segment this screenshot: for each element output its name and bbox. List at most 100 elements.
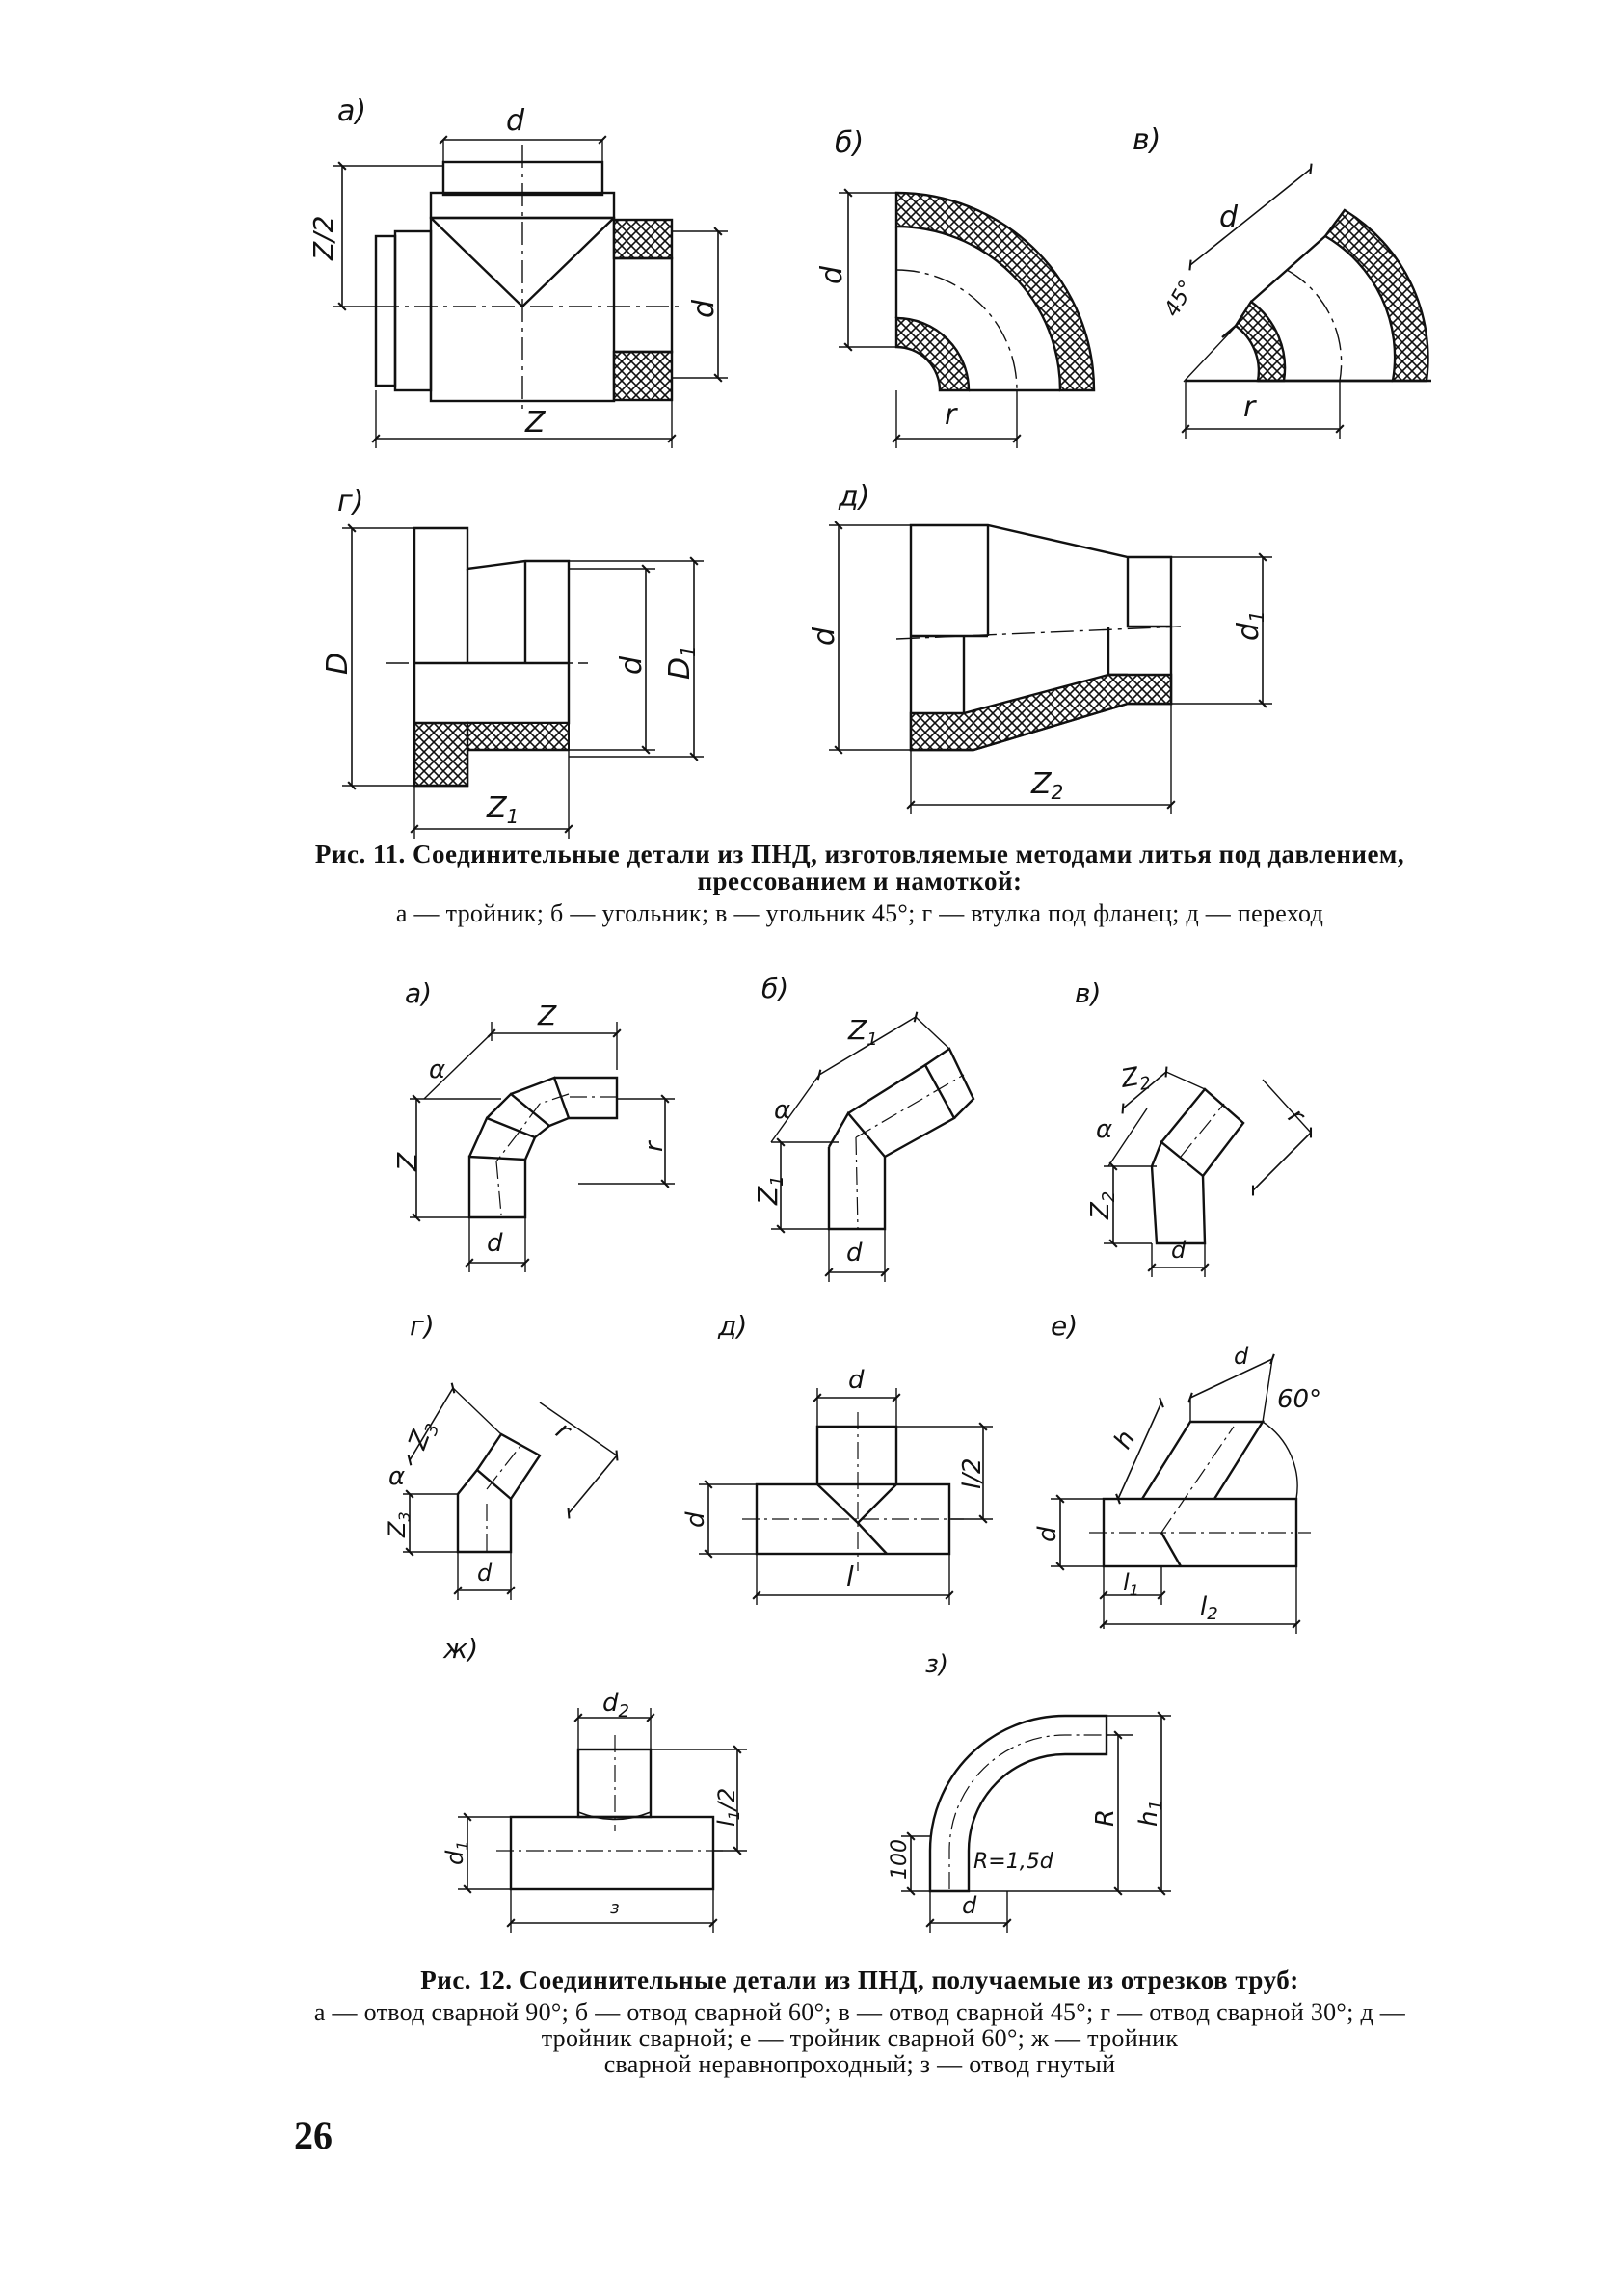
fig12-zh-dim-d2-sub: 2 <box>619 1701 629 1722</box>
fig11-b-dim-r: r <box>945 398 958 432</box>
fig12-g-dim-d: d <box>477 1560 493 1587</box>
fig12-caption-legend-1: а — отвод сварной 90°; б — отвод сварной… <box>313 1998 1406 2052</box>
fig12-d-dim-d-top: d <box>848 1366 865 1395</box>
fig12-zh-dim-d1-sub: 1 <box>453 1841 471 1851</box>
fig11-a-dim-z2: Z/2 <box>307 216 339 261</box>
fig12-zh-dim-l1: l <box>713 1820 740 1827</box>
fig11-label-b: б) <box>835 126 864 160</box>
fig12-c-dim-d: d <box>1171 1237 1187 1264</box>
fig12-z-dim-d: d <box>962 1892 977 1919</box>
fig12-caption-legend-2: сварной неравнопроходный; з — отвод гнут… <box>603 2050 1116 2078</box>
fig11-caption-legend: а — тройник; б — угольник; в — угольник … <box>395 899 1324 927</box>
svg-text:D1: D1 <box>663 645 700 680</box>
fig12-zh-dim-d1: d <box>441 1850 468 1865</box>
fig11-caption: Рис. 11. Соединительные детали из ПНД, и… <box>301 841 1419 926</box>
fig12-c-dim-Z2-sub: 2 <box>1138 1073 1153 1095</box>
fig12-g-dim-r: r <box>550 1416 577 1447</box>
fig12-e-dim-l2: l <box>1200 1592 1208 1621</box>
fig12-g-dim-Z3-left-sub: 3 <box>395 1511 413 1521</box>
fig12-g-dim-alpha: α <box>388 1462 405 1491</box>
fig11-d-dim-d1: d <box>1232 622 1266 641</box>
fig11-a-dim-d-top: d <box>506 104 525 138</box>
fig11-g-dim-D1: D <box>663 657 697 680</box>
fig12-d-dim-d-left: d <box>681 1511 710 1528</box>
svg-text:Z1: Z1 <box>486 791 519 828</box>
fig12-b-dim-Z1-left: Z <box>752 1186 784 1206</box>
fig12-z-dim-h1-sub: 1 <box>1146 1800 1166 1810</box>
fig12-a-dim-Z-top: Z <box>537 1000 557 1031</box>
fig12-d-tee: д) d l/2 d l <box>681 1310 993 1605</box>
fig12-e-dim-l1-sub: 1 <box>1130 1581 1139 1599</box>
fig11-c-dim-45: 45° <box>1160 277 1200 321</box>
fig12-a-dim-Z-left: Z <box>391 1152 423 1172</box>
fig12-zh-dim-l1-tail: /2 <box>713 1788 740 1812</box>
fig12-label-d: д) <box>717 1310 747 1342</box>
fig12-g-elbow30: г) Z3 α Z3 r d <box>384 1310 619 1600</box>
fig12-caption-title: Рис. 12. Соединительные детали из ПНД, п… <box>420 1965 1299 1994</box>
fig11-c-dim-d: d <box>1219 200 1239 234</box>
fig12-a-dim-d: d <box>487 1229 503 1258</box>
svg-text:l2: l2 <box>1200 1592 1218 1624</box>
svg-text:l1/2: l1/2 <box>713 1788 743 1827</box>
fig11-g-dim-Z1: Z <box>486 791 508 825</box>
svg-text:Z2: Z2 <box>1118 1060 1153 1098</box>
fig11-d-dim-d: d <box>808 627 841 646</box>
fig11-d-dim-d1-sub: 1 <box>1245 610 1268 623</box>
fig12-zh-dim-bottom: з <box>610 1898 620 1918</box>
svg-text:Z1: Z1 <box>752 1175 787 1206</box>
fig11-b-dim-d: d <box>815 265 849 284</box>
svg-text:l1: l1 <box>1123 1569 1139 1599</box>
fig12-caption: Рис. 12. Соединительные детали из ПНД, п… <box>301 1966 1419 2077</box>
svg-text:Z2: Z2 <box>1030 767 1063 804</box>
fig12-z-bent-elbow: з) R=1,5d 100 R h1 d <box>888 1650 1171 1933</box>
fig12-g-dim-Z3-left: Z <box>384 1521 411 1538</box>
fig12-zh-unequal-tee: ж) d2 l1/2 d1 з <box>441 1633 747 1933</box>
fig11-label-c: в) <box>1133 123 1160 157</box>
fig12-a-dim-alpha: α <box>429 1055 445 1084</box>
svg-text:Z1: Z1 <box>847 1014 878 1050</box>
fig12-e-dim-d: d <box>1234 1343 1249 1370</box>
fig12-label-a: а) <box>405 977 432 1009</box>
fig11-g-dim-Z1-sub: 1 <box>507 805 520 828</box>
fig12-e-tee60: е) d h 60° d l1 l2 <box>1033 1310 1321 1634</box>
fig11-a-dim-d-right: d <box>687 299 721 318</box>
fig12-label-e: е) <box>1051 1310 1078 1342</box>
fig12-b-dim-d: d <box>846 1239 863 1268</box>
fig11-a-tee: а) d Z/2 d <box>307 94 728 448</box>
fig11-g-dim-D: D <box>321 653 355 675</box>
fig12-b-dim-Z1: Z <box>847 1014 867 1046</box>
fig12-c-dim-alpha: α <box>1096 1115 1112 1144</box>
fig12-e-dim-60: 60° <box>1277 1385 1321 1414</box>
fig12-z-dim-h1: h <box>1134 1811 1163 1827</box>
fig12-zh-dim-l1-sub: 1 <box>725 1810 743 1820</box>
svg-text:Z2: Z2 <box>1086 1191 1119 1220</box>
fig12-b-dim-Z1-sub: 1 <box>867 1029 877 1050</box>
fig12-b-dim-alpha: α <box>774 1096 790 1125</box>
fig11-d-dim-Z2: Z <box>1030 767 1053 801</box>
fig12-z-dim-R: R <box>1091 1809 1120 1827</box>
fig12-z-dim-100: 100 <box>888 1839 912 1880</box>
page-number: 26 <box>294 2114 333 2157</box>
fig12-c-dim-Z2-left-sub: 2 <box>1099 1191 1119 1202</box>
fig12-c-elbow45: в) Z2 α Z2 r d <box>1075 977 1313 1277</box>
fig11-label-g: г) <box>337 485 363 519</box>
fig11-c-dim-r: r <box>1243 390 1257 424</box>
fig12-b-elbow60: б) Z1 α Z1 d <box>752 973 975 1282</box>
fig12-e-dim-l1: l <box>1123 1569 1130 1596</box>
fig12-e-dim-h: h <box>1108 1426 1141 1454</box>
fig11-g-bushing: г) D d D1 Z1 <box>321 485 704 839</box>
fig12-a-elbow90: а) Z α Z r d <box>391 977 675 1272</box>
fig12-e-dim-d-left: d <box>1033 1526 1062 1542</box>
fig12-d-dim-l: l <box>846 1561 854 1592</box>
fig11-caption-title: Рис. 11. Соединительные детали из ПНД, и… <box>314 840 1405 895</box>
svg-text:d2: d2 <box>602 1689 629 1722</box>
svg-text:h1: h1 <box>1134 1800 1166 1827</box>
svg-text:d1: d1 <box>1232 610 1268 641</box>
fig12-e-dim-l2-sub: 2 <box>1207 1604 1217 1624</box>
fig12-label-g: г) <box>410 1310 435 1342</box>
fig12-d-dim-l2: l/2 <box>958 1457 987 1489</box>
fig12-zh-dim-d2: d <box>602 1689 619 1718</box>
fig12-label-z: з) <box>925 1650 948 1679</box>
fig11-d-reducer: д) d d1 Z2 <box>808 480 1272 814</box>
